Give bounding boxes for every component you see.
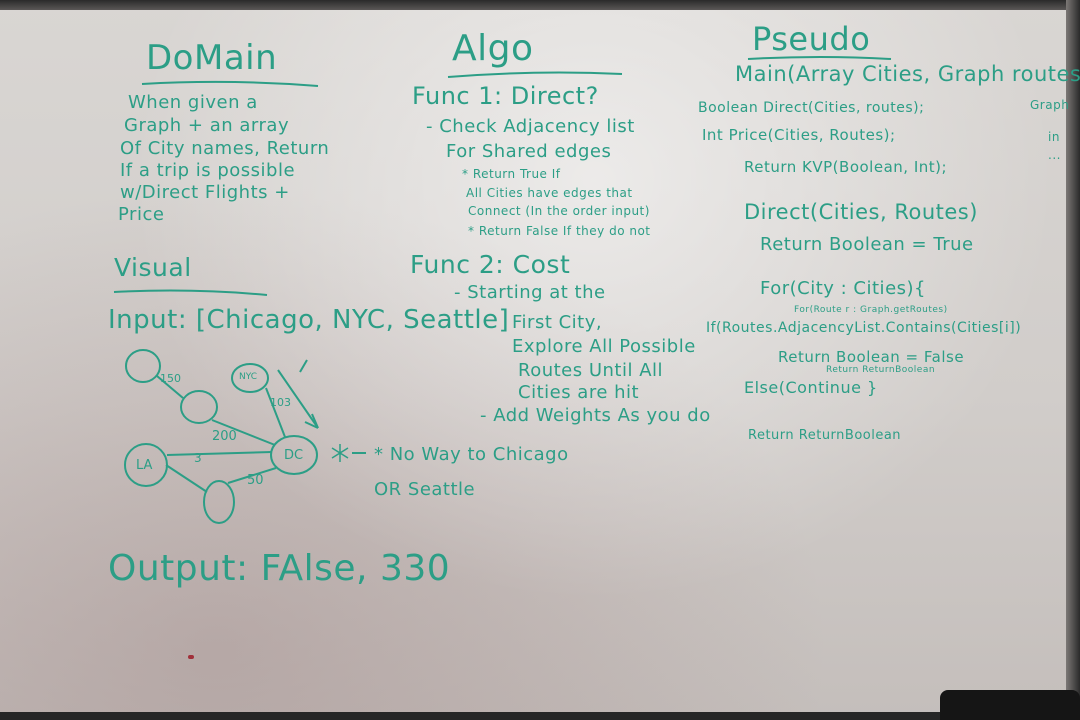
algo-func1-line: * Return False If they do not bbox=[468, 224, 651, 238]
visual-underline bbox=[113, 289, 268, 296]
visual-heading: Visual bbox=[114, 253, 192, 282]
graph-node-label: NYC bbox=[239, 372, 258, 382]
marker-tray bbox=[940, 690, 1080, 720]
graph-edge bbox=[165, 464, 208, 493]
algo-func2-line: First City, bbox=[512, 312, 603, 333]
pseudo-for-sub: For(Route r : Graph.getRoutes) bbox=[794, 305, 948, 315]
algo-func2-line: Explore All Possible bbox=[512, 336, 696, 357]
pseudo-line: Int Price(Cities, Routes); bbox=[702, 126, 896, 144]
pseudo-heading: Pseudo bbox=[752, 20, 871, 58]
domain-underline bbox=[141, 80, 319, 87]
graph-node-nyc bbox=[231, 363, 269, 393]
pseudo-direct: Direct(Cities, Routes) bbox=[744, 200, 978, 224]
pseudo-return-bool: Return Boolean = True bbox=[760, 234, 974, 255]
graph-edge-label: 150 bbox=[160, 372, 181, 385]
pseudo-underline bbox=[747, 56, 892, 60]
right-edge-text: in bbox=[1048, 130, 1060, 144]
graph-node-label: DC bbox=[284, 448, 304, 463]
graph-node-chicago bbox=[125, 349, 161, 383]
red-marker-smudge bbox=[188, 655, 194, 659]
graph-edge bbox=[211, 419, 276, 446]
graph-edge-label: 200 bbox=[212, 429, 237, 444]
pseudo-return-final: Return ReturnBoolean bbox=[748, 428, 902, 443]
algo-func1-line: * Return True If bbox=[462, 167, 561, 181]
graph-annotation: OR Seattle bbox=[374, 479, 476, 500]
domain-line: Graph + an array bbox=[124, 115, 290, 136]
graph-edge bbox=[156, 375, 184, 399]
algo-func2: Func 2: Cost bbox=[410, 250, 571, 279]
pseudo-for: For(City : Cities){ bbox=[760, 278, 926, 299]
graph-edge bbox=[265, 387, 286, 438]
domain-line: When given a bbox=[128, 92, 258, 113]
graph-node-miami bbox=[203, 480, 235, 524]
pseudo-return-false: Return Boolean = False bbox=[778, 348, 965, 366]
visual-input: Input: [Chicago, NYC, Seattle] bbox=[108, 305, 510, 335]
graph-edge bbox=[166, 451, 273, 456]
graph-node-label: LA bbox=[136, 458, 153, 473]
domain-line: Price bbox=[118, 204, 165, 225]
domain-line: w/Direct Flights + bbox=[120, 182, 290, 203]
algo-underline bbox=[447, 71, 623, 78]
algo-func2-line: - Starting at the bbox=[454, 282, 606, 303]
annotation-tick bbox=[299, 359, 308, 373]
pseudo-return-sub: Return ReturnBoolean bbox=[826, 365, 936, 375]
asterisk-icon bbox=[331, 444, 349, 462]
pseudo-line: Boolean Direct(Cities, routes); bbox=[698, 100, 925, 116]
algo-func2-line: - Add Weights As you do bbox=[480, 405, 711, 426]
right-edge-text: ... bbox=[1048, 148, 1061, 162]
pseudo-if: If(Routes.AdjacencyList.Contains(Cities[… bbox=[706, 320, 1022, 336]
right-edge-text: Graph bbox=[1030, 98, 1070, 112]
algo-heading: Algo bbox=[452, 28, 534, 69]
annotation-arrow bbox=[277, 369, 319, 429]
algo-func2-line: Routes Until All bbox=[518, 360, 664, 381]
domain-line: If a trip is possible bbox=[120, 160, 296, 181]
algo-func1-line: For Shared edges bbox=[446, 141, 612, 162]
visual-output: Output: FAlse, 330 bbox=[108, 548, 451, 589]
graph-edge-label: 3 bbox=[194, 451, 202, 465]
graph-node-seattle bbox=[180, 390, 218, 424]
domain-heading: DoMain bbox=[146, 38, 278, 78]
domain-line: Of City names, Return bbox=[120, 138, 330, 159]
algo-func1-line: - Check Adjacency list bbox=[426, 116, 635, 137]
algo-func1-line: All Cities have edges that bbox=[466, 186, 633, 200]
algo-func2-line: Cities are hit bbox=[518, 382, 640, 403]
whiteboard-frame-top bbox=[0, 0, 1080, 10]
graph-node-dc bbox=[270, 435, 318, 475]
whiteboard-frame-right bbox=[1066, 0, 1080, 720]
graph-edge-label: 103 bbox=[270, 396, 291, 409]
pseudo-else: Else(Continue } bbox=[744, 378, 878, 397]
algo-func1: Func 1: Direct? bbox=[412, 82, 599, 110]
whiteboard-frame-bottom bbox=[0, 712, 1080, 720]
algo-func1-line: Connect (In the order input) bbox=[468, 204, 650, 218]
graph-edge-label: 50 bbox=[247, 473, 264, 488]
graph-edge bbox=[227, 467, 277, 484]
graph-annotation: * No Way to Chicago bbox=[374, 444, 569, 465]
pseudo-line: Return KVP(Boolean, Int); bbox=[744, 158, 948, 176]
annotation-arrowhead bbox=[304, 413, 319, 429]
pseudo-main: Main(Array Cities, Graph routes) bbox=[735, 62, 1080, 86]
